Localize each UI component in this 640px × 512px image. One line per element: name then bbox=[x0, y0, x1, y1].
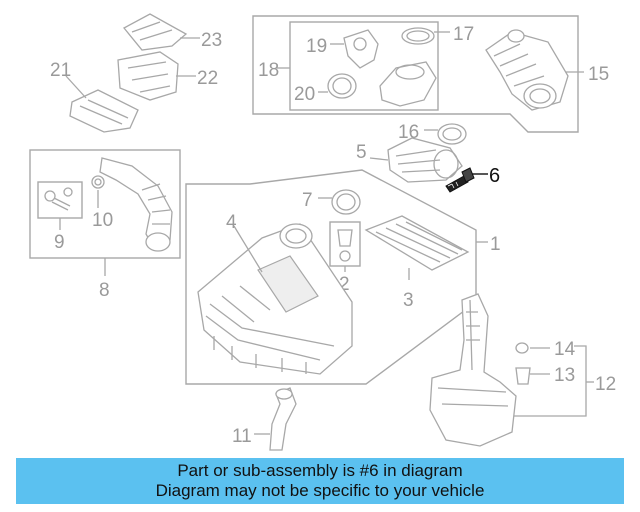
info-banner: Part or sub-assembly is #6 in diagram Di… bbox=[16, 458, 624, 504]
banner-line-2: Diagram may not be specific to your vehi… bbox=[155, 481, 485, 500]
callout-7: 7 bbox=[302, 190, 313, 211]
part-18-elbow bbox=[379, 61, 437, 107]
part-4-airbox bbox=[197, 223, 353, 375]
callout-5: 5 bbox=[356, 142, 367, 163]
group-box-15 bbox=[252, 15, 579, 133]
part-11-drain-hose bbox=[269, 387, 297, 451]
callout-19: 19 bbox=[306, 36, 327, 57]
group-box-18 bbox=[289, 21, 439, 111]
callout-18: 18 bbox=[258, 60, 279, 81]
part-5-duct bbox=[387, 137, 463, 183]
part-22-bracket bbox=[117, 51, 179, 101]
callout-2: 2 bbox=[339, 274, 350, 295]
callout-8: 8 bbox=[99, 280, 110, 301]
callout-16: 16 bbox=[398, 122, 419, 143]
part-21-duct bbox=[69, 89, 139, 133]
callout-17: 17 bbox=[453, 24, 474, 45]
callout-1: 1 bbox=[490, 234, 501, 255]
part-12-resonator bbox=[429, 293, 517, 447]
parts-diagram: 23 22 21 19 17 20 18 bbox=[29, 13, 616, 451]
callout-9: 9 bbox=[54, 232, 65, 253]
callout-15: 15 bbox=[588, 64, 609, 85]
callout-20: 20 bbox=[294, 84, 315, 105]
callout-11: 11 bbox=[232, 426, 252, 447]
part-15-hose bbox=[485, 29, 569, 111]
part-20-ring bbox=[327, 73, 357, 99]
part-10-clip bbox=[91, 175, 105, 189]
callout-23: 23 bbox=[201, 30, 222, 51]
banner-line-1: Part or sub-assembly is #6 in diagram bbox=[177, 461, 463, 480]
part-8-intake-hose bbox=[99, 157, 173, 252]
callout-22: 22 bbox=[197, 68, 218, 89]
part-16-clamp bbox=[437, 123, 467, 145]
callout-3: 3 bbox=[403, 290, 414, 311]
part-3-filter bbox=[364, 215, 470, 271]
callout-4: 4 bbox=[226, 212, 237, 233]
part-7-ring bbox=[331, 189, 361, 215]
part-23-cover bbox=[122, 13, 188, 51]
part-9-bolt bbox=[44, 187, 73, 211]
part-17-clamp bbox=[401, 27, 435, 45]
callout-14: 14 bbox=[554, 339, 576, 360]
part-14-mount bbox=[515, 342, 529, 354]
callout-10: 10 bbox=[92, 210, 113, 231]
group-box-9 bbox=[37, 181, 83, 219]
part-6-bolt bbox=[445, 167, 475, 193]
part-13-mount bbox=[515, 367, 531, 385]
part-19-sensor bbox=[343, 29, 379, 69]
part-2-grommets bbox=[337, 229, 353, 262]
callout-13: 13 bbox=[554, 365, 575, 386]
callout-21: 21 bbox=[50, 60, 71, 81]
callout-12: 12 bbox=[595, 374, 616, 395]
group-box-1 bbox=[185, 169, 477, 385]
callout-6-highlighted: 6 bbox=[489, 165, 500, 187]
